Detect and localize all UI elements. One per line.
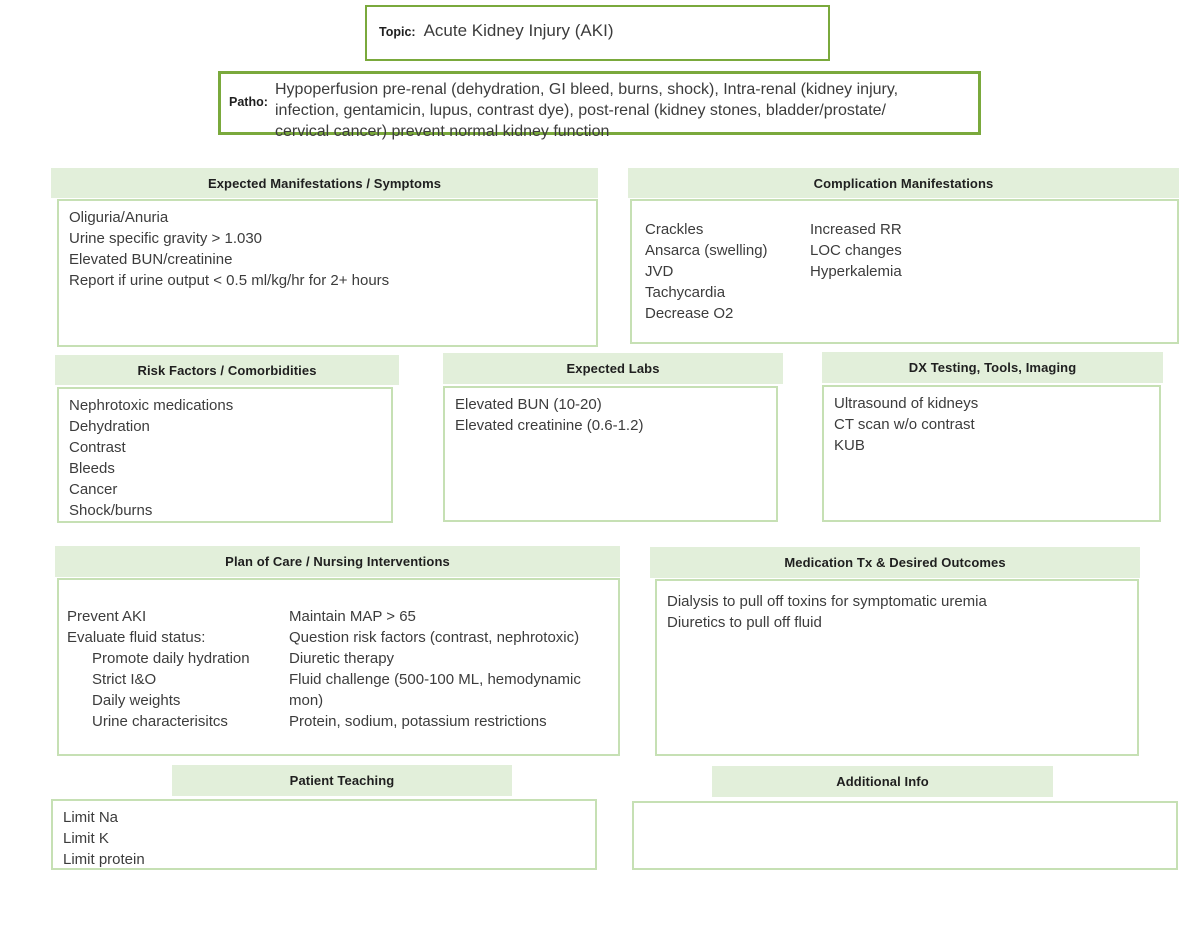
additional-info-title: Additional Info — [836, 774, 929, 789]
text-line: Strict I&O — [67, 671, 157, 688]
text-line: KUB — [834, 437, 865, 454]
complications-header: Complication Manifestations — [628, 168, 1179, 198]
text-line: Maintain MAP > 65 — [289, 608, 416, 625]
expected-manifestations-title: Expected Manifestations / Symptoms — [207, 175, 442, 191]
text-line: Cancer — [69, 481, 118, 498]
text-line: Limit protein — [63, 851, 145, 868]
text-line: Urine characterisitcs — [67, 713, 228, 730]
dx-testing-header: DX Testing, Tools, Imaging — [822, 352, 1163, 383]
expected-labs-content: Elevated BUN (10-20) Elevated creatinine … — [443, 386, 778, 522]
additional-info-header: Additional Info — [712, 766, 1053, 797]
text-line: Promote daily hydration — [67, 650, 250, 667]
risk-factors-header: Risk Factors / Comorbidities — [55, 355, 399, 385]
text-line: Limit K — [63, 830, 109, 847]
text-line: CT scan w/o contrast — [834, 416, 975, 433]
additional-info-content — [632, 801, 1178, 870]
text-line: Dehydration — [69, 418, 150, 435]
dx-testing-content: Ultrasound of kidneys CT scan w/o contras… — [822, 385, 1161, 522]
patient-teaching-header: Patient Teaching — [172, 765, 512, 796]
expected-labs-header: Expected Labs — [443, 353, 783, 384]
text-line: Dialysis to pull off toxins for symptoma… — [667, 593, 987, 610]
text-line: Daily weights — [67, 692, 181, 709]
text-line: Elevated creatinine (0.6-1.2) — [455, 417, 644, 434]
text-line: Contrast — [69, 439, 126, 456]
plan-of-care-column-2: Maintain MAP > 65 Question risk factors (… — [289, 606, 618, 754]
medication-tx-title: Medication Tx & Desired Outcomes — [784, 555, 1006, 570]
complications-title: Complication Manifestations — [813, 175, 994, 191]
text-line: Elevated BUN/creatinine — [69, 251, 233, 268]
medication-tx-content: Dialysis to pull off toxins for symptoma… — [655, 579, 1139, 756]
text-line: Hypoperfusion pre-renal (dehydration, GI… — [275, 81, 899, 98]
text-line: Decrease O2 — [645, 305, 734, 322]
text-line: Question risk factors (contrast, nephrot… — [289, 629, 580, 646]
patient-teaching-content: Limit Na Limit K Limit protein — [51, 799, 597, 870]
text-line: infection, gentamicin, lupus, contrast d… — [275, 102, 886, 119]
text-line: Report if urine output < 0.5 ml/kg/hr fo… — [69, 272, 390, 289]
expected-labs-title: Expected Labs — [566, 361, 660, 376]
patho-label: Patho: — [229, 95, 268, 109]
expected-manifestations-header: Expected Manifestations / Symptoms — [51, 168, 598, 198]
text-line: Nephrotoxic medications — [69, 397, 234, 414]
medication-tx-header: Medication Tx & Desired Outcomes — [650, 547, 1140, 578]
text-line: Shock/burns — [69, 502, 153, 519]
text-line: Diuretic therapy — [289, 650, 395, 667]
topic-box: Topic: Acute Kidney Injury (AKI) — [365, 5, 830, 61]
text-line: JVD — [645, 263, 674, 280]
patho-box: Patho: Hypoperfusion pre-renal (dehydrat… — [218, 71, 981, 140]
text-line: Ansarca (swelling) — [645, 242, 768, 259]
text-line: LOC changes — [810, 242, 902, 259]
plan-of-care-title: Plan of Care / Nursing Interventions — [225, 554, 450, 569]
plan-of-care-content: Prevent AKI Evaluate fluid status: Promot… — [57, 578, 620, 756]
dx-testing-title: DX Testing, Tools, Imaging — [908, 360, 1077, 375]
text-line: Prevent AKI — [67, 608, 147, 625]
text-line: Increased RR — [810, 221, 902, 238]
text-line: Bleeds — [69, 460, 115, 477]
text-line: cervical cancer) prevent normal kidney f… — [275, 123, 610, 140]
text-line: Crackles — [645, 221, 704, 238]
text-line: Elevated BUN (10-20) — [455, 396, 602, 413]
topic-value: Acute Kidney Injury (AKI) — [423, 21, 614, 40]
patho-text: Hypoperfusion pre-renal (dehydration, GI… — [275, 79, 970, 142]
risk-factors-title: Risk Factors / Comorbidities — [137, 362, 317, 378]
topic-row: Topic: Acute Kidney Injury (AKI) — [367, 7, 828, 41]
text-line: Evaluate fluid status: — [67, 629, 206, 646]
text-line: mon) — [289, 692, 324, 709]
plan-of-care-column-1: Prevent AKI Evaluate fluid status: Promot… — [67, 606, 289, 754]
text-line: Protein, sodium, potassium restrictions — [289, 713, 547, 730]
text-line: Limit Na — [63, 809, 119, 826]
patient-teaching-title: Patient Teaching — [289, 773, 395, 788]
text-line: Ultrasound of kidneys — [834, 395, 979, 412]
text-line: Tachycardia — [645, 284, 726, 301]
text-line: Oliguria/Anuria — [69, 209, 169, 226]
patho-row: Patho: Hypoperfusion pre-renal (dehydrat… — [221, 74, 978, 142]
text-line: Fluid challenge (500-100 ML, hemodynamic — [289, 671, 581, 688]
plan-of-care-header: Plan of Care / Nursing Interventions — [55, 546, 620, 577]
text-line: Diuretics to pull off fluid — [667, 614, 822, 631]
topic-label: Topic: — [379, 25, 416, 39]
text-line: Urine specific gravity > 1.030 — [69, 230, 263, 247]
text-line: Hyperkalemia — [810, 263, 902, 280]
